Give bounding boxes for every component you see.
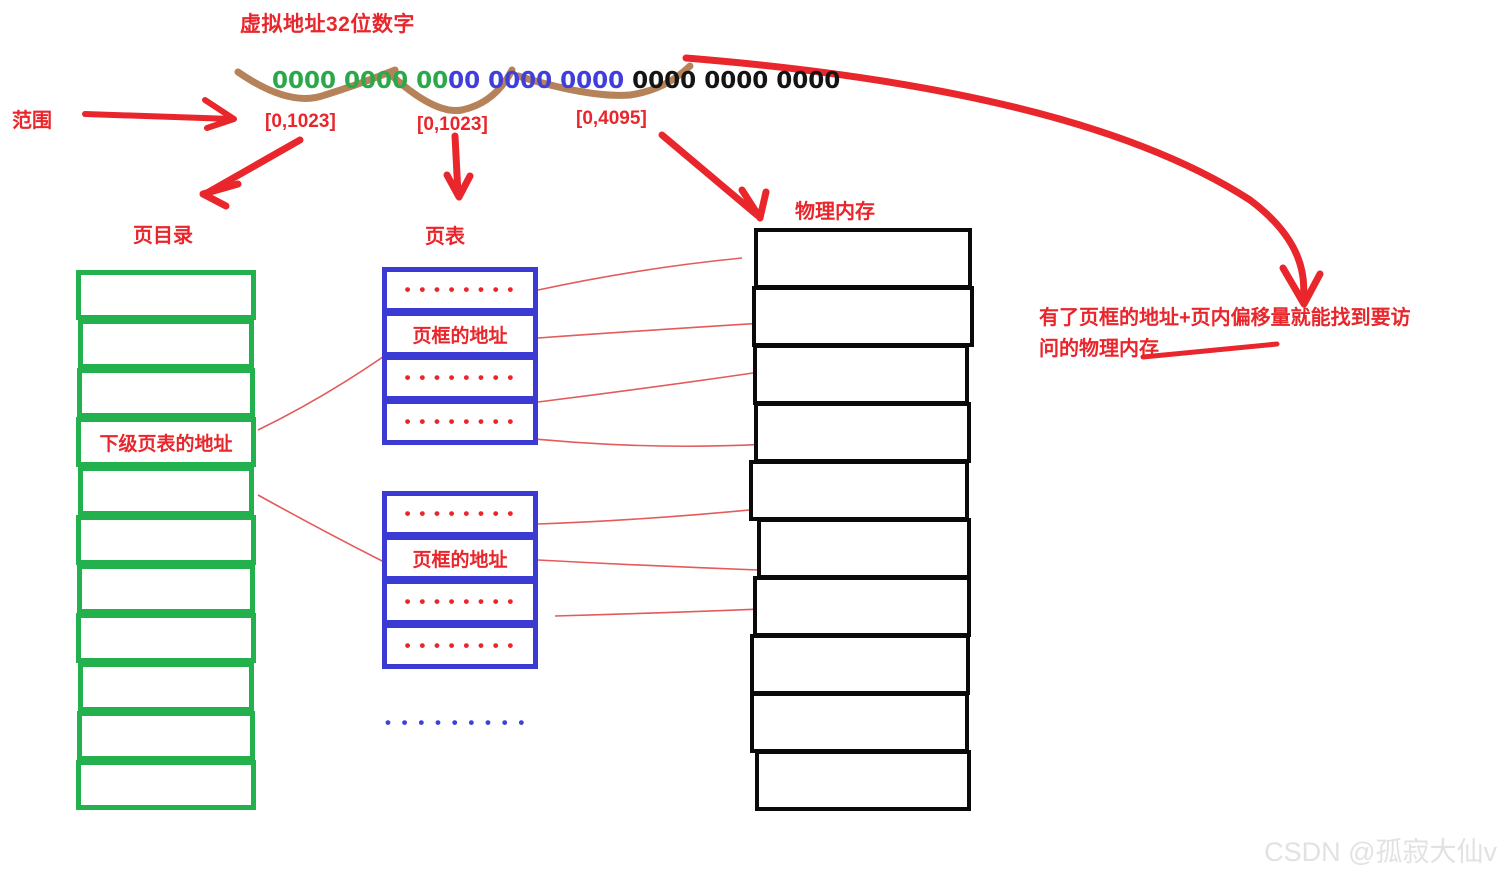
physical-memory-column [749,228,974,811]
virtual-address-bits: 0000 0000 0000 0000 0000 0000 0000 0000 [240,42,840,120]
connector-table1-a [537,257,743,291]
next-level-page-table-address-label: 下级页表的地址 [99,433,233,455]
page-table-cell[interactable]: • • • • • • • • [382,579,538,625]
offset-bits: 0000 0000 0000 [632,68,841,94]
arrow-to-physical-memory [658,131,770,222]
page-table-cell-dots: • • • • • • • • [404,592,516,611]
page-directory-cell[interactable] [76,760,256,810]
page-directory-column: 下级页表的地址 [76,270,256,810]
physical-memory-block[interactable] [754,402,971,463]
page-table-cell-dots: • • • • • • • • [404,636,516,655]
connector-table1-c [537,371,761,403]
page-directory-cell[interactable] [78,319,254,369]
physical-memory-note: 有了页框的地址+页内偏移量就能找到要访 问的物理内存 [1039,303,1491,365]
connector-dir-to-table2 [257,494,401,571]
table-bits: 00 0000 0000 [448,68,625,94]
page-frame-address-label: 页框的地址 [412,325,508,347]
page-table-cell[interactable]: • • • • • • • • [382,623,538,669]
physical-memory-title: 物理内存 [795,201,875,223]
page-directory-cell[interactable] [77,368,255,418]
page-table-cell-frame-address[interactable]: 页框的地址 [382,311,538,357]
page-table-cell-dots: • • • • • • • • [404,368,516,387]
connector-table2-a [537,507,771,525]
table-range-label: [0,1023] [417,114,488,135]
connector-table2-b [537,559,759,571]
page-directory-cell-next-level[interactable]: 下级页表的地址 [76,417,256,467]
physical-memory-block[interactable] [753,576,971,637]
page-table-cell-frame-address[interactable]: 页框的地址 [382,535,538,581]
connector-table1-b [537,321,781,339]
page-frame-address-label: 页框的地址 [412,549,508,571]
arrow-to-page-table [443,132,474,201]
page-table-cell[interactable]: • • • • • • • • [382,491,538,537]
page-directory-cell[interactable] [78,466,254,516]
page-table-ellipsis: • • • • • • • • • [385,713,528,732]
page-directory-cell[interactable] [76,270,256,320]
page-directory-cell[interactable] [76,515,256,565]
page-table-cell[interactable]: • • • • • • • • [382,267,538,313]
page-table-cell-dots: • • • • • • • • [404,504,516,523]
connector-dir-to-table1 [257,344,401,431]
page-table-block-2: • • • • • • • • 页框的地址 • • • • • • • • • … [382,491,538,669]
physical-memory-block[interactable] [750,692,969,753]
directory-bits: 0000 0000 00 [272,68,449,94]
physical-memory-block[interactable] [753,344,969,405]
page-table-cell[interactable]: • • • • • • • • [382,399,538,445]
offset-range-label: [0,4095] [576,108,647,129]
range-arrow [82,97,237,131]
directory-range-label: [0,1023] [265,111,336,132]
page-table-title: 页表 [425,226,465,248]
page-table-block-1: • • • • • • • • 页框的地址 • • • • • • • • • … [382,267,538,445]
page-table-cell-dots: • • • • • • • • [404,412,516,431]
physical-memory-block[interactable] [750,634,970,695]
physical-memory-block[interactable] [757,518,971,579]
arrow-to-page-directory [199,136,304,210]
page-directory-cell[interactable] [77,564,255,614]
physical-memory-block[interactable] [749,460,969,521]
page-directory-cell[interactable] [77,711,255,761]
csdn-watermark: CSDN @孤寂大仙v [1264,837,1497,867]
range-label: 范围 [12,110,52,132]
note-line-1: 有了页框的地址+页内偏移量就能找到要访 [1039,307,1411,329]
page-table-cell-dots: • • • • • • • • [404,280,516,299]
physical-memory-block[interactable] [752,286,974,347]
page-table-cell[interactable]: • • • • • • • • [382,355,538,401]
physical-memory-block[interactable] [754,228,972,289]
virtual-address-title: 虚拟地址32位数字 [240,13,415,36]
physical-memory-block[interactable] [755,750,971,811]
page-directory-cell[interactable] [78,662,254,712]
connector-table1-d [504,435,787,448]
note-line-2: 问的物理内存 [1039,338,1159,360]
page-directory-title: 页目录 [133,225,193,247]
page-directory-cell[interactable] [76,613,256,663]
